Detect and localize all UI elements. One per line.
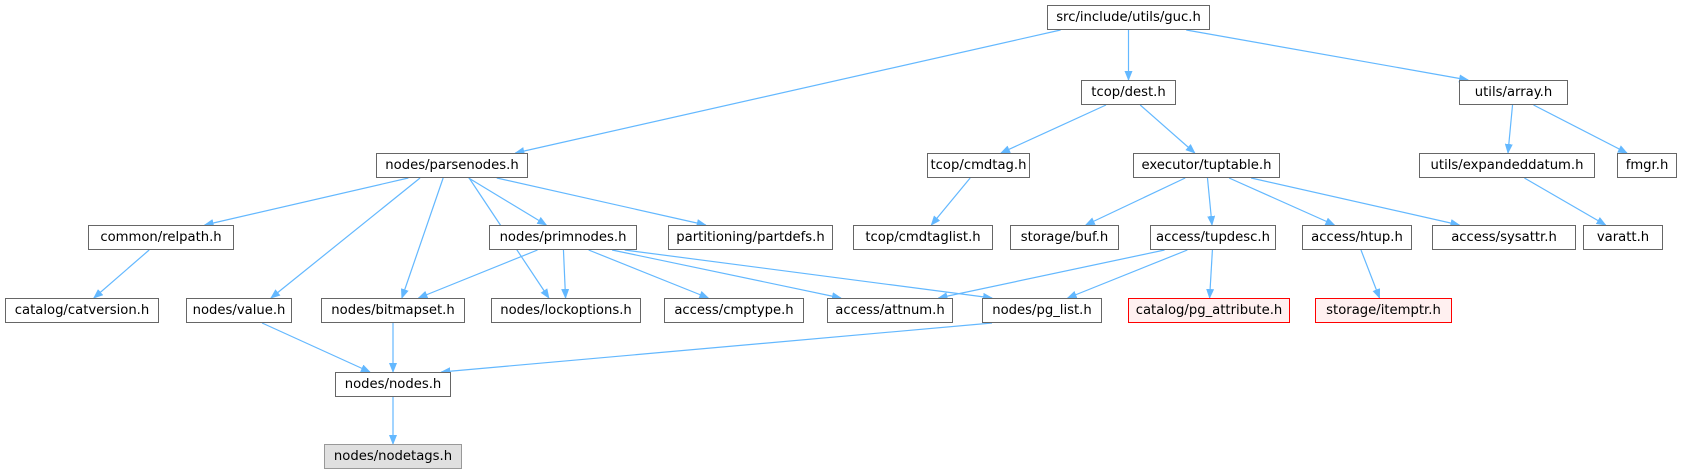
edge-cmdtag-to-cmdtaglist [930, 177, 971, 226]
node-value-h[interactable]: nodes/value.h [186, 298, 292, 323]
edge-primnodes-to-lockoptions [561, 249, 570, 299]
node-relpath-h[interactable]: common/relpath.h [88, 225, 234, 250]
node-nodes-h[interactable]: nodes/nodes.h [335, 372, 451, 397]
node-tupdesc-h[interactable]: access/tupdesc.h [1150, 225, 1276, 250]
node-itemptr-h: storage/itemptr.h [1315, 298, 1452, 323]
edge-value-to-nodes [261, 322, 371, 373]
edge-relpath-to-catversion [93, 249, 150, 299]
node-sysattr-h[interactable]: access/sysattr.h [1432, 225, 1576, 250]
edge-parsenodes-to-partdefs [496, 177, 707, 227]
node-cmdtaglist-h[interactable]: tcop/cmdtaglist.h [853, 225, 993, 250]
edge-parsenodes-to-bitmapset [400, 177, 444, 299]
edge-expandeddatum-to-varatt [1524, 177, 1607, 226]
edge-tuptable-to-htup [1228, 177, 1336, 226]
edge-tuptable-to-sysattr [1250, 177, 1461, 227]
edge-parsenodes-to-primnodes [468, 177, 548, 226]
node-buf-h[interactable]: storage/buf.h [1010, 225, 1119, 250]
edge-tupdesc-to-attnum [937, 249, 1165, 301]
edge-pg_list-to-nodes [440, 322, 993, 376]
edge-tupdesc-to-pg_list [1066, 249, 1188, 299]
edge-primnodes-to-bitmapset [417, 249, 538, 299]
edge-parsenodes-to-relpath [203, 177, 409, 227]
node-htup-h[interactable]: access/htup.h [1302, 225, 1412, 250]
edge-primnodes-to-attnum [611, 249, 842, 301]
edge-tupdesc-to-pg_attribute [1206, 249, 1215, 299]
node-cmdtag-h[interactable]: tcop/cmdtag.h [927, 153, 1030, 178]
node-partdefs-h[interactable]: partitioning/partdefs.h [668, 225, 833, 250]
node-cmptype-h[interactable]: access/cmptype.h [664, 298, 804, 323]
edge-guc-to-parsenodes [514, 29, 1061, 155]
node-array-h[interactable]: utils/array.h [1459, 80, 1568, 105]
node-pg-attribute-h: catalog/pg_attribute.h [1128, 298, 1290, 323]
edge-dest-to-tuptable [1139, 104, 1196, 154]
node-primnodes-h[interactable]: nodes/primnodes.h [489, 225, 637, 250]
node-dest-h[interactable]: tcop/dest.h [1081, 80, 1176, 105]
node-lockoptions-h[interactable]: nodes/lockoptions.h [491, 298, 641, 323]
edge-primnodes-to-pg_list [624, 249, 993, 301]
node-pg-list-h[interactable]: nodes/pg_list.h [982, 298, 1102, 323]
edge-tuptable-to-buf [1084, 177, 1186, 226]
node-fmgr-h[interactable]: fmgr.h [1617, 153, 1677, 178]
edge-parsenodes-to-value [270, 177, 421, 299]
edge-tuptable-to-tupdesc [1206, 177, 1216, 226]
edge-primnodes-to-cmptype [588, 249, 710, 299]
edge-array-to-expandeddatum [1504, 104, 1514, 154]
node-expandeddatum-h[interactable]: utils/expandeddatum.h [1419, 153, 1595, 178]
node-varatt-h[interactable]: varatt.h [1583, 225, 1663, 250]
node-catversion-h[interactable]: catalog/catversion.h [5, 298, 159, 323]
edge-guc-to-array [1186, 29, 1470, 83]
node-tuptable-h[interactable]: executor/tuptable.h [1133, 153, 1280, 178]
edge-array-to-fmgr [1533, 104, 1628, 154]
node-nodetags-h: nodes/nodetags.h [324, 444, 462, 469]
node-parsenodes-h[interactable]: nodes/parsenodes.h [376, 153, 528, 178]
edge-htup-to-itemptr [1360, 249, 1381, 299]
edge-dest-to-cmdtag [1000, 104, 1107, 154]
node-bitmapset-h[interactable]: nodes/bitmapset.h [321, 298, 465, 323]
node-attnum-h[interactable]: access/attnum.h [827, 298, 953, 323]
node-guc-h-root: src/include/utils/guc.h [1047, 5, 1210, 30]
